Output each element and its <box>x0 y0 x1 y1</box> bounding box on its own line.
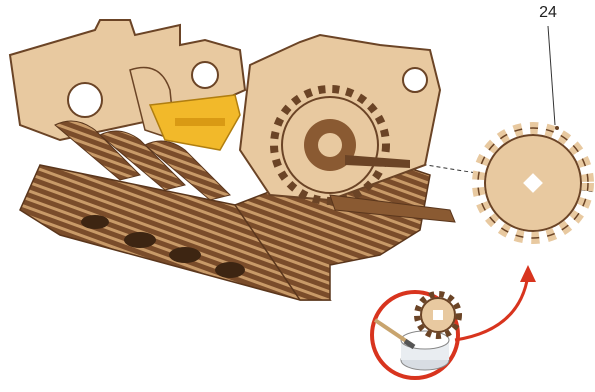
glue-callout <box>372 292 459 378</box>
loose-gear-24 <box>478 126 588 238</box>
part-number-label: 24 <box>531 4 565 22</box>
label-leader-line <box>548 26 555 125</box>
curved-arrow-icon <box>455 265 536 340</box>
glue-container-icon <box>401 331 449 370</box>
